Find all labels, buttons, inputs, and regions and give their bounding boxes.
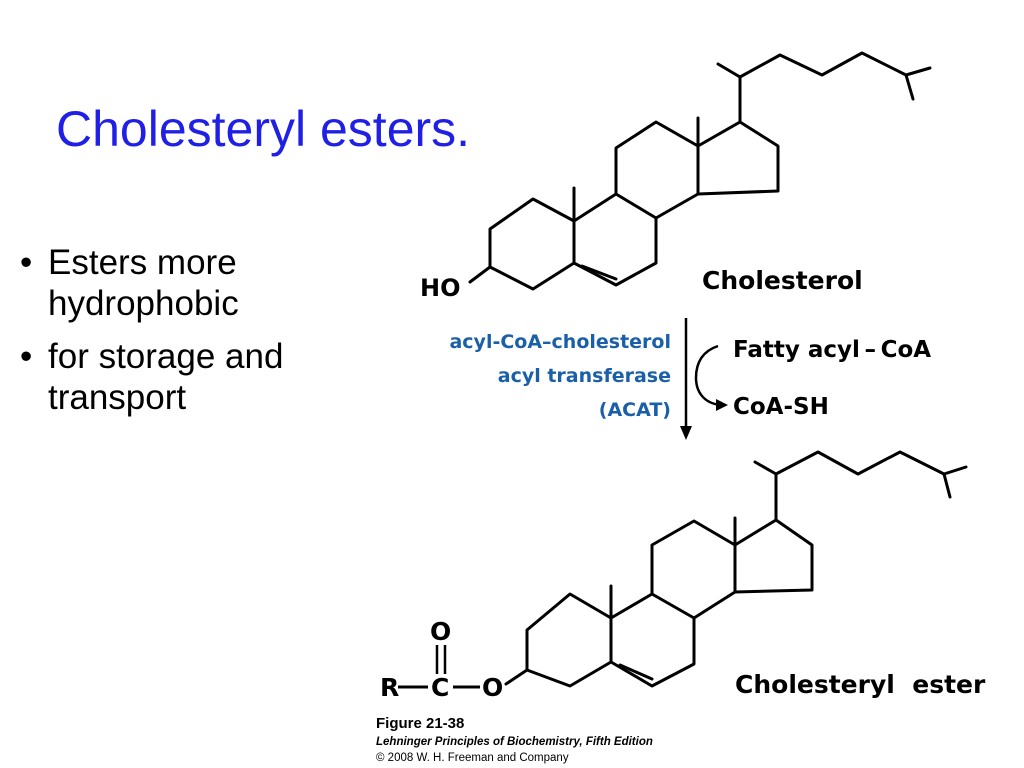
figure-source-book: Lehninger Principles of Biochemistry, Fi… [376, 736, 653, 748]
coa-sh-label: CoA-SH [733, 394, 829, 420]
fatty-acyl-coa-label: Fatty acyl – CoA [733, 337, 931, 363]
figure-copyright: © 2008 W. H. Freeman and Company [376, 752, 569, 764]
enzyme-label-line3: (ACAT) [599, 399, 671, 421]
curved-cosubstrate-arrow [694, 344, 728, 411]
ester-oxygen-label: O [482, 673, 503, 702]
figure-number: Figure 21-38 [376, 715, 465, 732]
cholesteryl-ester-structure [504, 450, 968, 688]
enzyme-label-line2: acyl transferase [498, 365, 671, 387]
reaction-arrow [680, 318, 692, 440]
bullet-item: Esters more hydrophobic [14, 242, 314, 324]
hydroxyl-label: HO [420, 274, 461, 302]
cholesteryl-ester-label: Cholesteryl ester [735, 670, 986, 699]
ester-group: R C O O [380, 617, 503, 702]
ester-r-label: R [380, 673, 399, 702]
bullet-list: Esters more hydrophobic for storage and … [14, 242, 314, 430]
bullet-item: for storage and transport [14, 336, 314, 418]
carbonyl-oxygen-label: O [430, 617, 451, 646]
cholesterol-structure [468, 51, 932, 291]
ester-carbon-label: C [431, 673, 449, 702]
slide-title: Cholesteryl esters. [56, 101, 471, 157]
enzyme-label-line1: acyl-CoA–cholesterol [449, 331, 671, 353]
cholesterol-label: Cholesterol [702, 266, 863, 295]
